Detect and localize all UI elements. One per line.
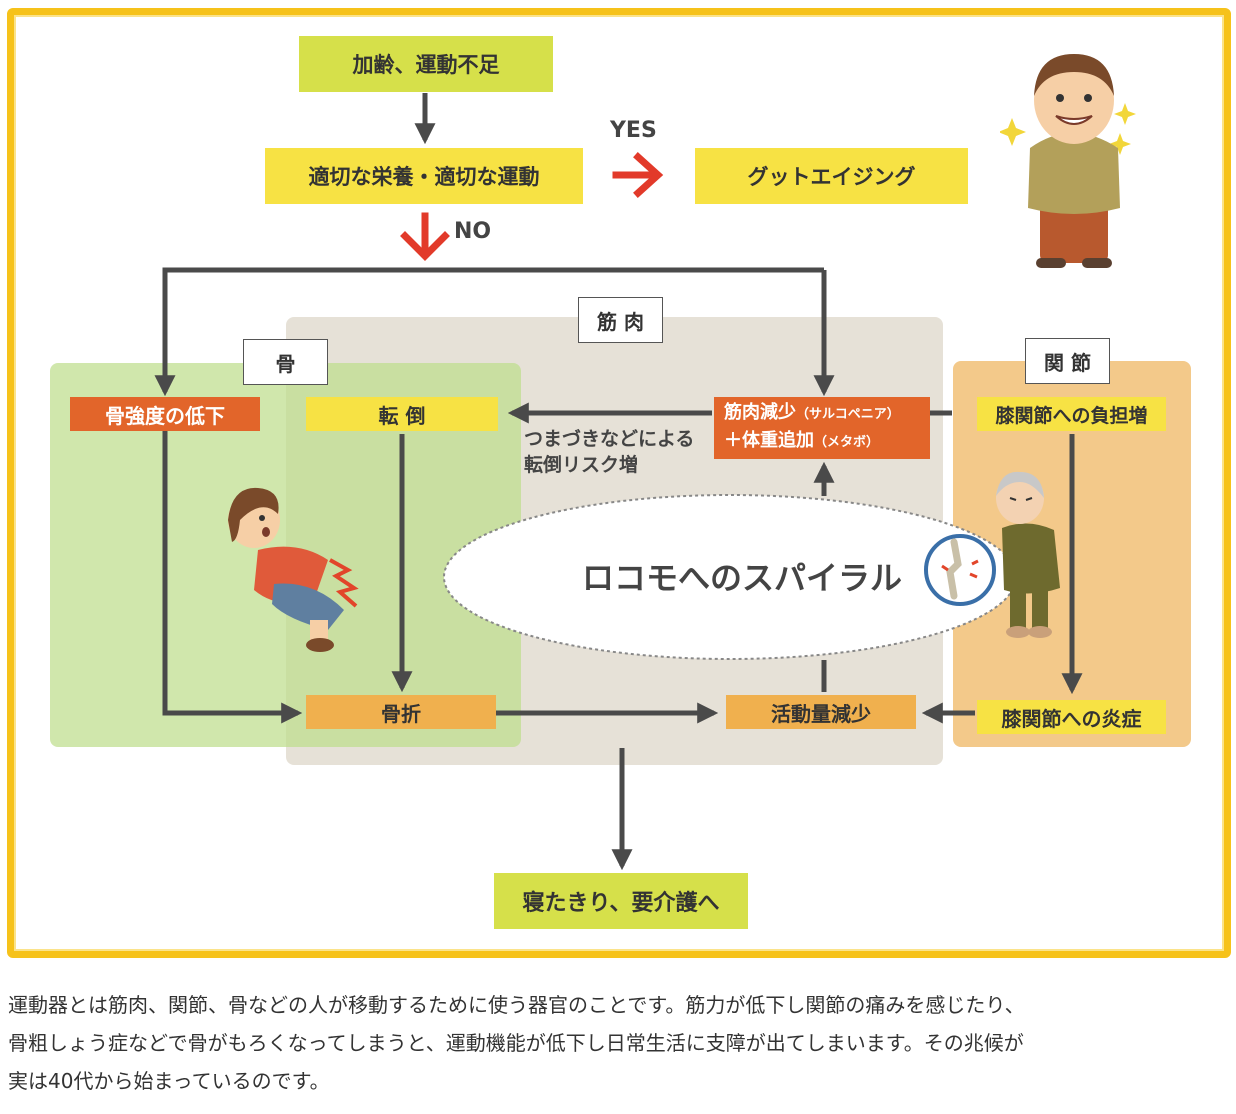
fall-node: 転 倒 <box>306 397 498 431</box>
muscle-loss-line1: 筋肉減少（サルコペニア） <box>724 400 900 428</box>
decision-box: 適切な栄養・適切な運動 <box>265 148 583 204</box>
red-arrow-yes-head <box>633 152 664 198</box>
bone-strength-node: 骨強度の低下 <box>70 397 260 431</box>
description-line1: 運動器とは筋肉、関節、骨などの人が移動するために使う器官のことです。筋力が低下し… <box>8 993 1025 1017</box>
muscle-loss-main: 筋肉減少 <box>724 402 796 423</box>
good-aging-box: グットエイジング <box>695 148 968 204</box>
weight-gain-sub: （メタボ） <box>814 435 880 450</box>
description-line2: 骨粗しょう症などで骨がもろくなってしまうと、運動機能が低下し日常生活に支障が出て… <box>8 1031 1024 1055</box>
fall-risk-note-line1: つまづきなどによる <box>524 428 695 450</box>
knee-inflammation-node: 膝関節への炎症 <box>977 700 1166 734</box>
happy-man-illustration <box>1000 54 1136 268</box>
red-arrow-no-head <box>400 231 450 261</box>
joint-group-label: 関 節 <box>1025 338 1110 384</box>
muscle-loss-line2: ＋体重追加（メタボ） <box>724 428 879 456</box>
weight-gain-main: ＋体重追加 <box>724 430 814 451</box>
fall-risk-note-line2: 転倒リスク増 <box>524 454 639 476</box>
muscle-loss-sub: （サルコペニア） <box>796 407 900 422</box>
muscle-group-label: 筋 肉 <box>578 297 663 343</box>
elderly-knee-pain-illustration <box>996 471 1060 638</box>
pain-mark-icon <box>329 558 359 608</box>
description-text: 運動器とは筋肉、関節、骨などの人が移動するために使う器官のことです。筋力が低下し… <box>8 986 1230 1100</box>
fracture-node: 骨折 <box>306 695 496 729</box>
bone-group-label: 骨 <box>243 339 328 385</box>
description-line3: 実は40代から始まっているのです。 <box>8 1069 330 1093</box>
falling-woman-illustration <box>228 487 359 652</box>
yes-label: YES <box>610 118 657 143</box>
sparkle-icon <box>1000 103 1136 155</box>
knee-joint-icon <box>924 534 996 606</box>
spiral-label: ロコモへのスパイラル <box>582 559 903 597</box>
top-cause-box: 加齢、運動不足 <box>299 36 553 92</box>
activity-decrease-node: 活動量減少 <box>726 695 916 729</box>
muscle-loss-node: 筋肉減少（サルコペニア） ＋体重追加（メタボ） <box>714 397 930 459</box>
knee-burden-node: 膝関節への負担増 <box>977 397 1166 431</box>
no-label: NO <box>454 219 492 244</box>
arrow-bone-to-fracture <box>162 431 303 724</box>
bedridden-node: 寝たきり、要介護へ <box>494 873 748 929</box>
fall-risk-note: つまづきなどによる 転倒リスク増 <box>524 426 694 478</box>
arrow-loop-to-bone <box>154 267 824 397</box>
